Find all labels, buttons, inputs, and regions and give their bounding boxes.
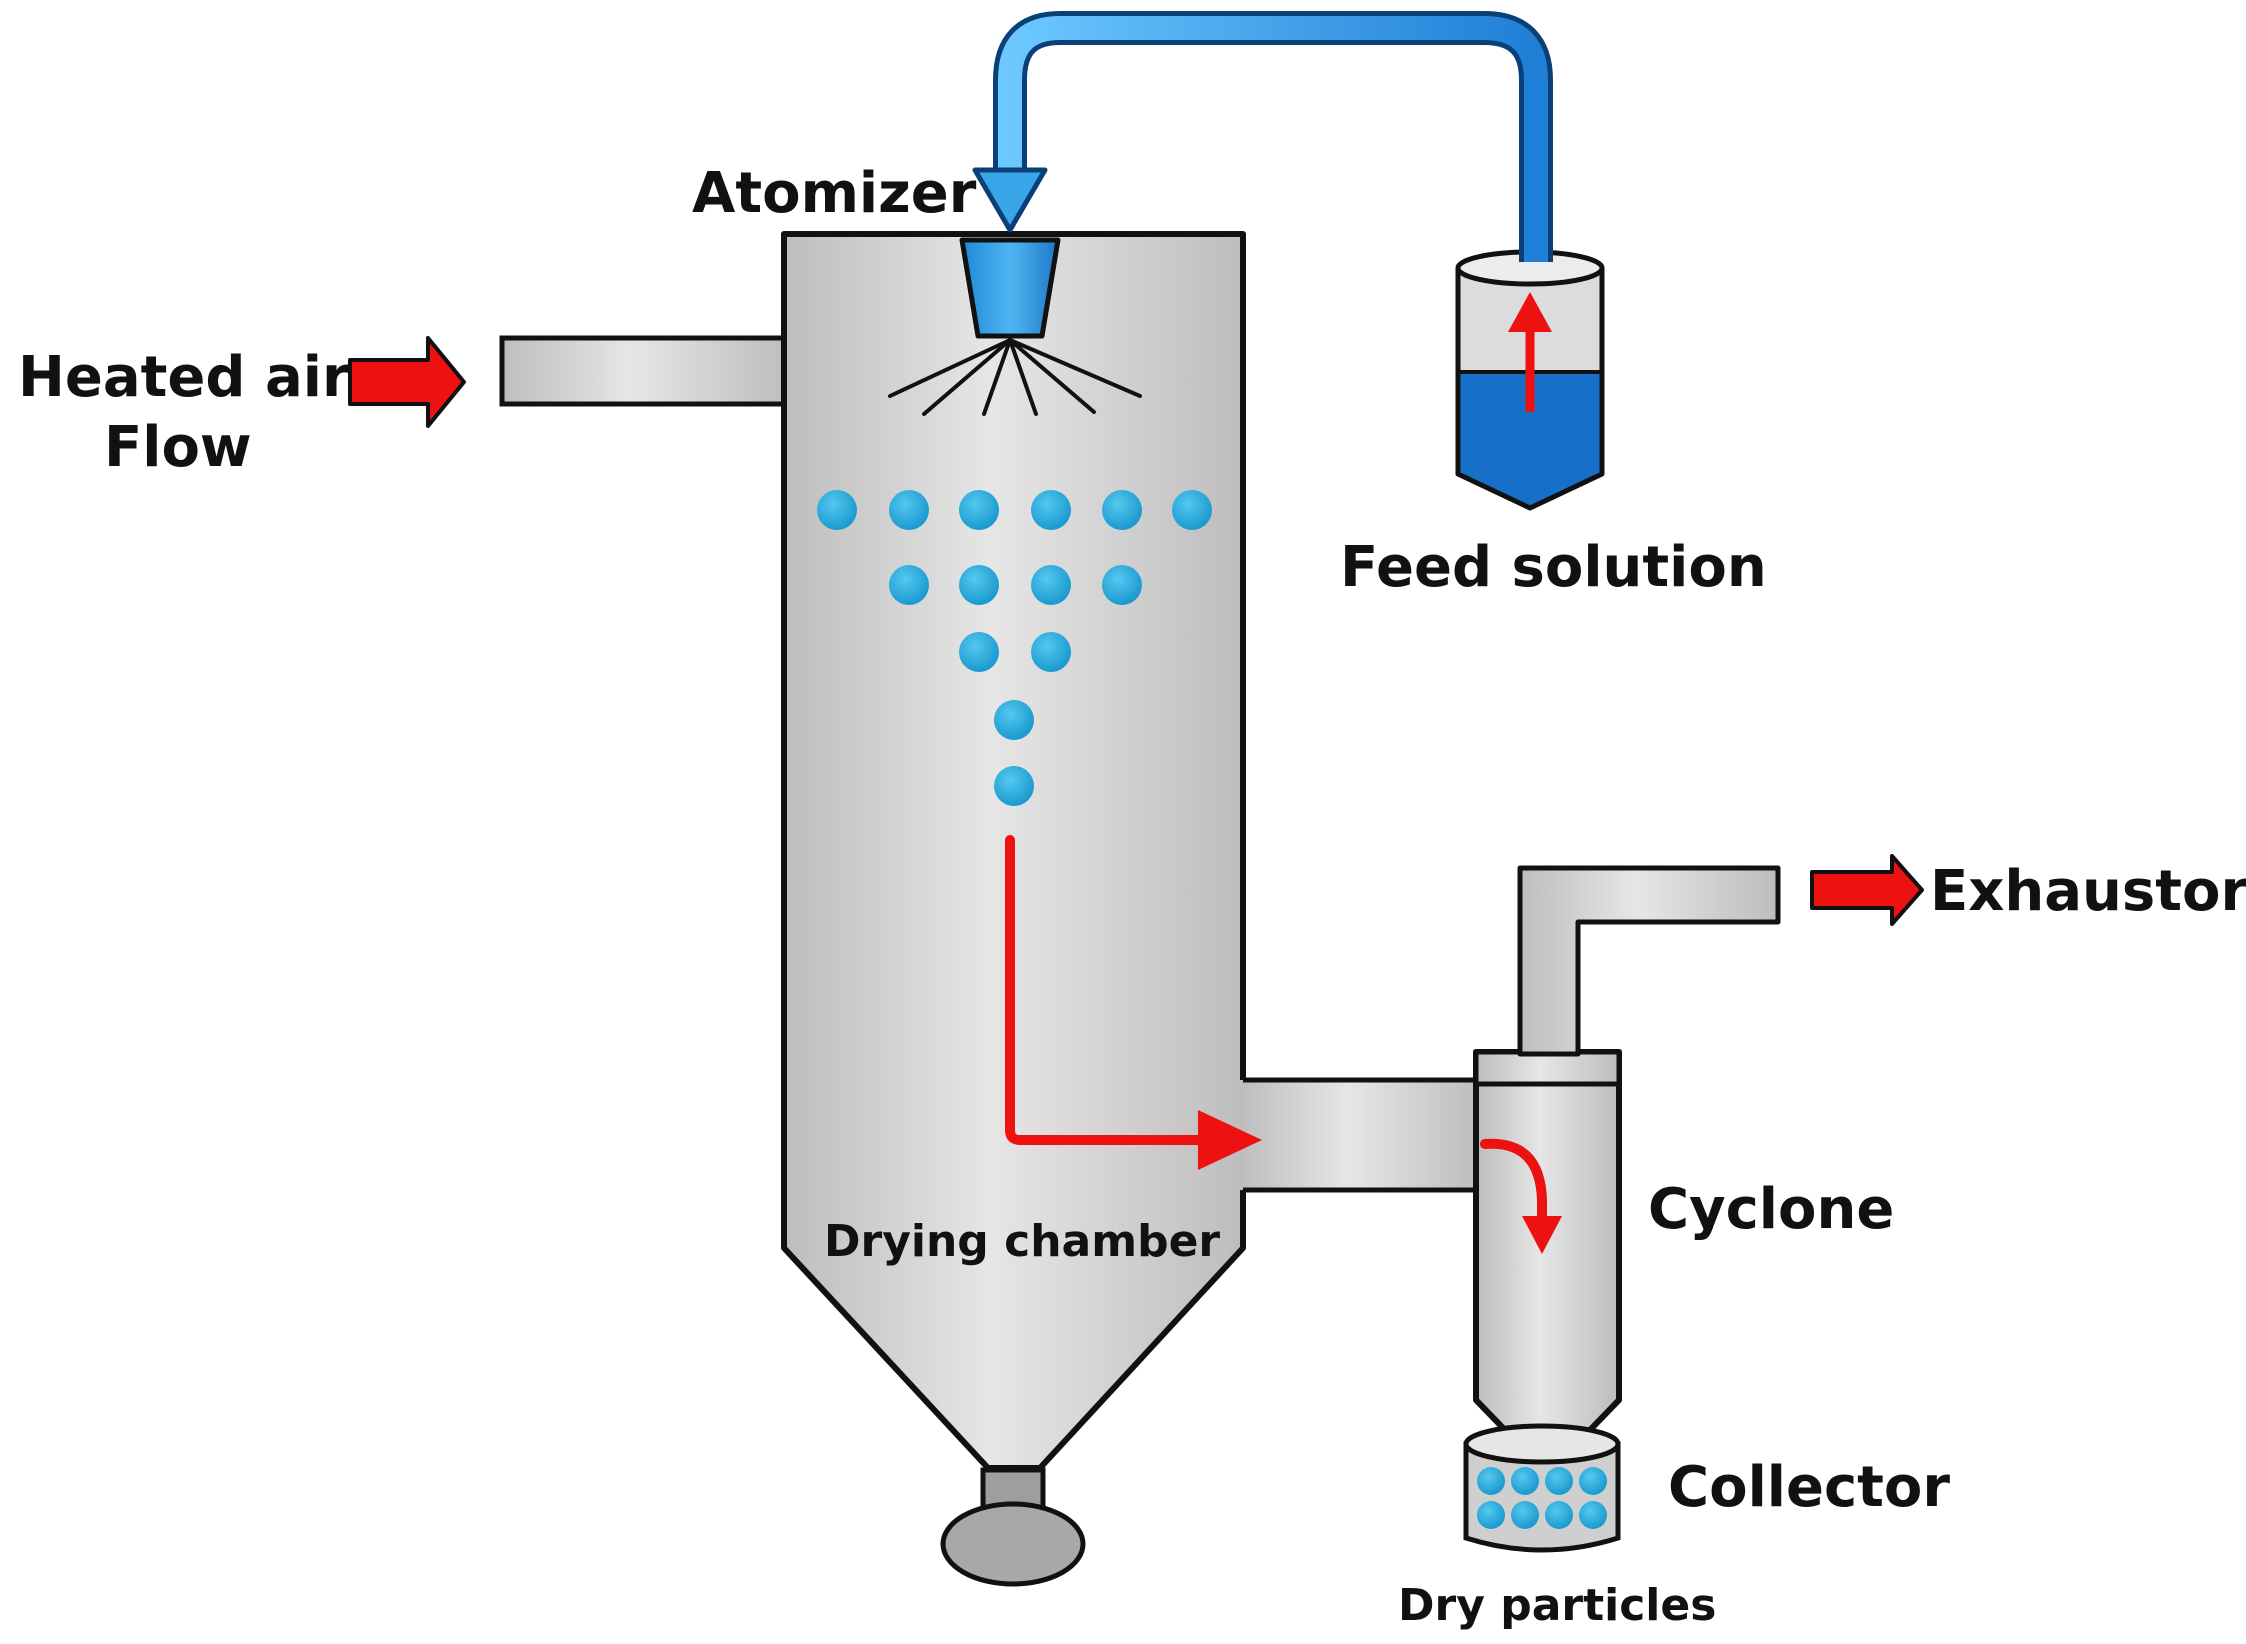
chamber-flow-arrow bbox=[1005, 835, 1262, 1170]
droplet bbox=[1031, 632, 1071, 672]
dry-particle bbox=[1545, 1501, 1573, 1529]
dry-particle bbox=[1545, 1467, 1573, 1495]
collector-label: Collector bbox=[1668, 1455, 1950, 1520]
spray-line bbox=[1008, 338, 1142, 398]
cyclone-top-ring bbox=[1473, 1049, 1622, 1087]
collector-body bbox=[1463, 1441, 1621, 1553]
droplet bbox=[817, 490, 857, 530]
droplet bbox=[994, 766, 1034, 806]
flow-label: Flow bbox=[104, 415, 252, 480]
droplet bbox=[959, 632, 999, 672]
droplet bbox=[1102, 490, 1142, 530]
outlet-valve bbox=[940, 1501, 1086, 1587]
heated-air-label: Heated air bbox=[18, 345, 350, 410]
feed-tank-liquid bbox=[1458, 372, 1602, 508]
chamber-flow-arrow-head bbox=[1198, 1110, 1262, 1170]
atomizer-nozzle bbox=[959, 237, 1061, 339]
cyclone-label: Cyclone bbox=[1648, 1177, 1894, 1242]
droplet bbox=[959, 490, 999, 530]
dry-particle bbox=[1511, 1467, 1539, 1495]
feed-up-arrow bbox=[1508, 292, 1552, 412]
droplet bbox=[1031, 565, 1071, 605]
dry-particle bbox=[1511, 1501, 1539, 1529]
exhaustor-label: Exhaustor bbox=[1930, 859, 2246, 924]
droplets bbox=[817, 490, 1212, 806]
droplet bbox=[1031, 490, 1071, 530]
dry-particle bbox=[1477, 1467, 1505, 1495]
dry-particle bbox=[1579, 1501, 1607, 1529]
dry-particle bbox=[1579, 1467, 1607, 1495]
atomizer-label: Atomizer bbox=[692, 161, 977, 226]
exhaustor-arrow bbox=[1810, 854, 1924, 926]
drying-chamber-label: Drying chamber bbox=[824, 1216, 1220, 1267]
dry-particles bbox=[1477, 1467, 1607, 1529]
feed-pipe-outline bbox=[993, 11, 1553, 262]
spray-line bbox=[1008, 338, 1096, 414]
spray-line bbox=[1008, 338, 1038, 416]
droplet bbox=[1172, 490, 1212, 530]
feed-up-arrow-head bbox=[1508, 292, 1552, 332]
transfer-pipe bbox=[1240, 1080, 1480, 1190]
exhaust-pipe bbox=[1517, 865, 1781, 1057]
cyclone-flow-arrow-shaft bbox=[1480, 1138, 1547, 1227]
droplet bbox=[889, 490, 929, 530]
cyclone-flow-arrow-head bbox=[1522, 1216, 1562, 1254]
spray-line bbox=[888, 338, 1012, 398]
feed-tank-outline bbox=[1455, 268, 1605, 511]
spray-line bbox=[982, 338, 1012, 416]
cyclone-flow-arrow bbox=[1480, 1138, 1562, 1254]
droplet bbox=[959, 565, 999, 605]
feed-down-arrow bbox=[972, 167, 1048, 233]
droplet bbox=[994, 700, 1034, 740]
dry-particle bbox=[1477, 1501, 1505, 1529]
droplet bbox=[889, 565, 929, 605]
chamber-flow-arrow-shaft bbox=[1005, 835, 1215, 1145]
droplet bbox=[1102, 565, 1142, 605]
feed-pipe bbox=[998, 15, 1548, 262]
collector-rim bbox=[1463, 1423, 1621, 1465]
air-inlet-pipe bbox=[499, 335, 791, 407]
dry-particles-label: Dry particles bbox=[1398, 1580, 1716, 1631]
feed-solution-label: Feed solution bbox=[1340, 535, 1767, 600]
spray-line bbox=[922, 338, 1012, 416]
spray-lines bbox=[888, 338, 1142, 416]
heated-air-arrow bbox=[348, 336, 466, 428]
